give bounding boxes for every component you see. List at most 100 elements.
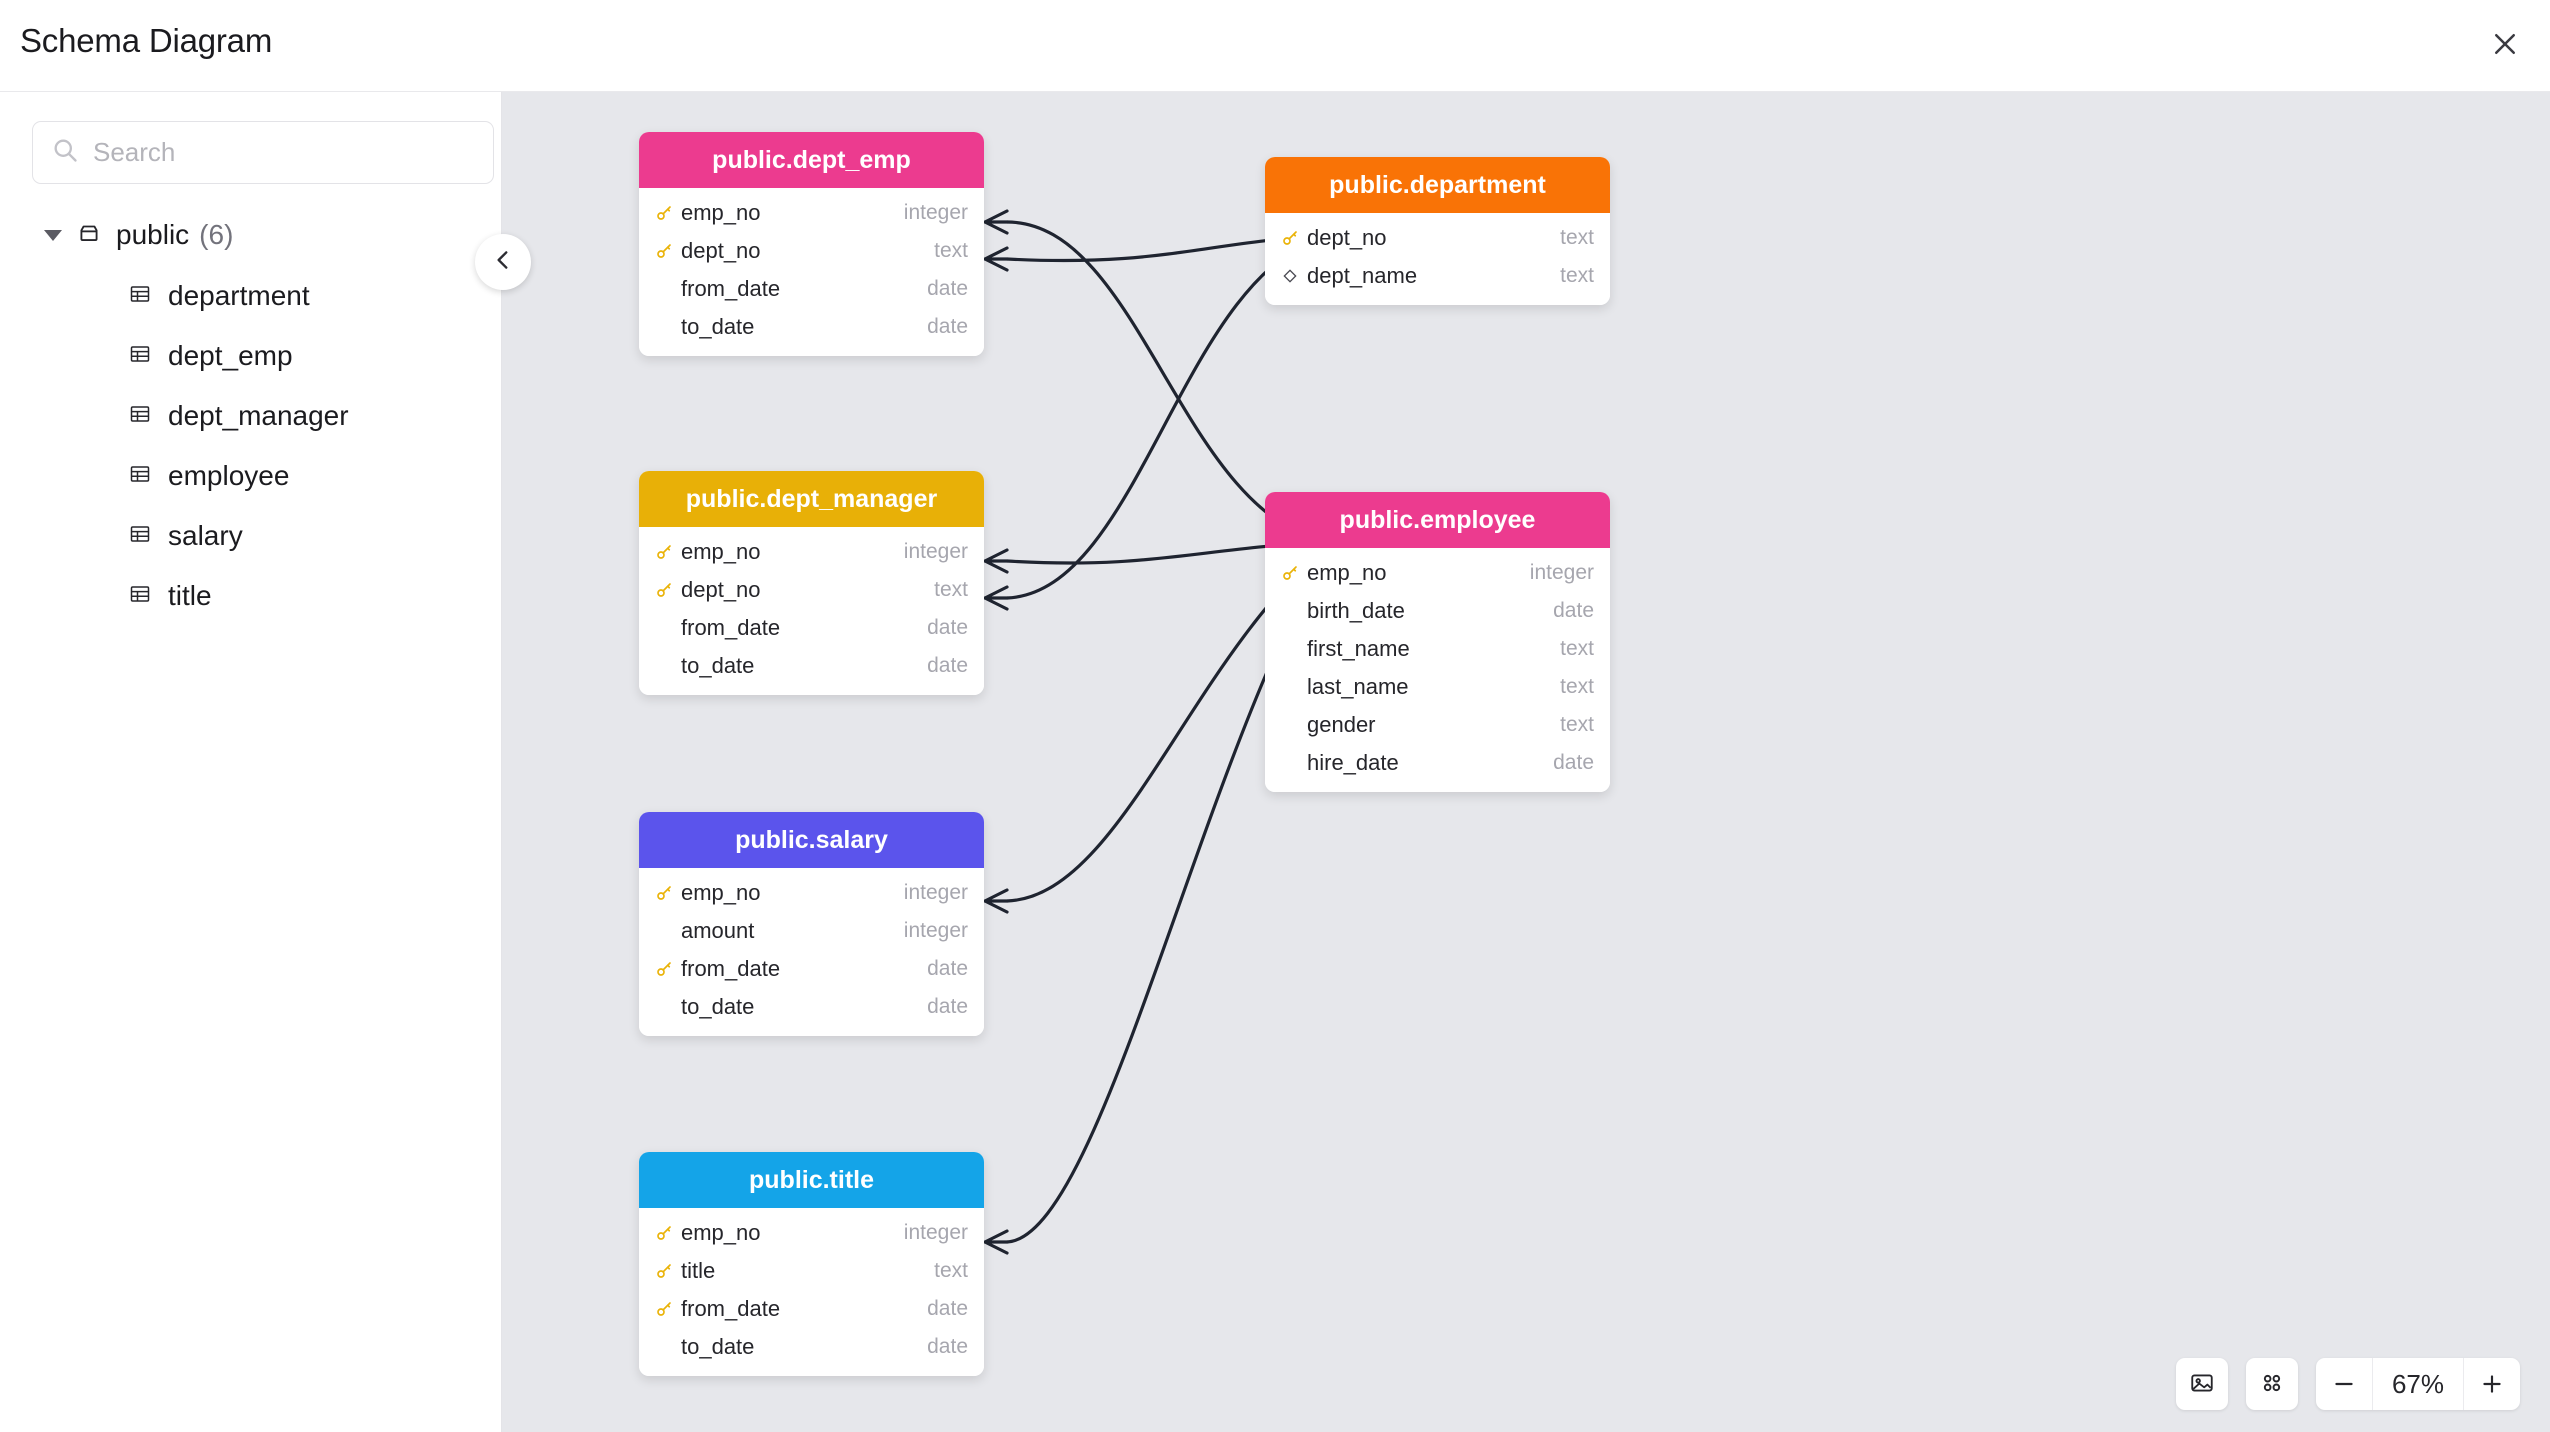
column-type: integer	[1529, 561, 1594, 584]
table-row[interactable]: emp_no integer	[639, 1214, 984, 1252]
crows-foot-icon	[983, 585, 1009, 611]
table-row[interactable]: to_date date	[639, 1328, 984, 1366]
column-type: date	[927, 1297, 968, 1320]
column-name: dept_no	[681, 577, 761, 602]
sidebar-item-salary[interactable]: salary	[0, 506, 501, 566]
table-row[interactable]: hire_date date	[1265, 744, 1610, 782]
table-row[interactable]: dept_no text	[639, 232, 984, 270]
column-type: date	[927, 315, 968, 338]
column-type: text	[1560, 637, 1594, 660]
column-name: from_date	[681, 276, 781, 301]
column-type: date	[927, 1335, 968, 1358]
column-type: integer	[903, 540, 968, 563]
column-type: date	[927, 616, 968, 639]
table-node-dept_emp[interactable]: public.dept_emp emp_no integer dept_no t…	[639, 132, 984, 356]
table-node-columns: emp_no integer birth_date date first_nam…	[1265, 548, 1610, 792]
table-row[interactable]: birth_date date	[1265, 592, 1610, 630]
key-icon	[651, 581, 677, 599]
table-row[interactable]: title text	[639, 1252, 984, 1290]
column-name: from_date	[681, 1296, 781, 1321]
zoom-level-label[interactable]: 67%	[2372, 1358, 2464, 1410]
column-name: emp_no	[1307, 560, 1387, 585]
table-row[interactable]: from_date date	[639, 270, 984, 308]
table-icon	[128, 282, 152, 311]
sidebar-item-label: employee	[168, 460, 290, 491]
table-row[interactable]: to_date date	[639, 308, 984, 346]
table-node-title: public.dept_manager	[685, 484, 938, 513]
database-icon	[76, 220, 102, 251]
column-name: from_date	[681, 615, 781, 640]
key-icon	[651, 960, 677, 978]
search-input[interactable]	[93, 137, 475, 168]
table-node-header: public.department	[1265, 157, 1610, 213]
table-node-employee[interactable]: public.employee emp_no integer birth_dat…	[1265, 492, 1610, 792]
schema-table-count: (6)	[199, 219, 234, 250]
layout-grid-button[interactable]	[2246, 1358, 2298, 1410]
table-row[interactable]: amount integer	[639, 912, 984, 950]
table-node-salary[interactable]: public.salary emp_no integer amount inte…	[639, 812, 984, 1036]
sidebar: public (6) department	[0, 92, 502, 1432]
table-node-header: public.salary	[639, 812, 984, 868]
column-name: from_date	[681, 956, 781, 981]
table-node-title[interactable]: public.title emp_no integer title text	[639, 1152, 984, 1376]
column-name: amount	[681, 918, 755, 943]
table-node-header: public.employee	[1265, 492, 1610, 548]
table-row[interactable]: from_date date	[639, 609, 984, 647]
crows-foot-icon	[983, 888, 1009, 914]
table-row[interactable]: last_name text	[1265, 668, 1610, 706]
table-row[interactable]: from_date date	[639, 950, 984, 988]
table-node-dept_manager[interactable]: public.dept_manager emp_no integer dept_…	[639, 471, 984, 695]
table-row[interactable]: emp_no integer	[1265, 554, 1610, 592]
sidebar-item-dept_emp[interactable]: dept_emp	[0, 326, 501, 386]
table-row[interactable]: first_name text	[1265, 630, 1610, 668]
key-icon	[651, 543, 677, 561]
column-name: last_name	[1307, 674, 1409, 699]
sidebar-item-title[interactable]: title	[0, 566, 501, 626]
table-row[interactable]: to_date date	[639, 988, 984, 1026]
search-icon	[51, 136, 79, 169]
table-row[interactable]: from_date date	[639, 1290, 984, 1328]
export-image-button[interactable]	[2176, 1358, 2228, 1410]
diagram-canvas[interactable]: public.dept_emp emp_no integer dept_no t…	[502, 92, 2550, 1432]
zoom-in-button[interactable]	[2464, 1358, 2520, 1410]
chevron-left-icon	[490, 247, 516, 278]
key-icon	[651, 884, 677, 902]
table-row[interactable]: dept_name text	[1265, 257, 1610, 295]
table-node-department[interactable]: public.department dept_no text dept_name…	[1265, 157, 1610, 305]
table-row[interactable]: emp_no integer	[639, 533, 984, 571]
sidebar-item-dept_manager[interactable]: dept_manager	[0, 386, 501, 446]
zoom-out-button[interactable]	[2316, 1358, 2372, 1410]
column-type: integer	[903, 1221, 968, 1244]
sidebar-item-label: title	[168, 580, 212, 611]
table-row[interactable]: emp_no integer	[639, 874, 984, 912]
table-row[interactable]: dept_no text	[1265, 219, 1610, 257]
column-name: emp_no	[681, 880, 761, 905]
table-row[interactable]: emp_no integer	[639, 194, 984, 232]
table-row[interactable]: gender text	[1265, 706, 1610, 744]
crows-foot-icon	[983, 1229, 1009, 1255]
close-button[interactable]	[2474, 14, 2536, 76]
column-name: birth_date	[1307, 598, 1405, 623]
column-type: text	[1560, 675, 1594, 698]
sidebar-item-department[interactable]: department	[0, 266, 501, 326]
column-type: text	[934, 578, 968, 601]
column-type: date	[927, 957, 968, 980]
crows-foot-icon	[983, 209, 1009, 235]
key-icon	[651, 1300, 677, 1318]
column-name: emp_no	[681, 539, 761, 564]
schema-tree: public (6) department	[0, 204, 501, 626]
sidebar-item-label: department	[168, 280, 310, 311]
sidebar-item-employee[interactable]: employee	[0, 446, 501, 506]
table-row[interactable]: dept_no text	[639, 571, 984, 609]
tree-node-schema-public[interactable]: public (6)	[0, 204, 501, 266]
table-node-title: public.employee	[1339, 505, 1536, 534]
table-row[interactable]: to_date date	[639, 647, 984, 685]
table-node-columns: emp_no integer dept_no text from_date da…	[639, 527, 984, 695]
search-box[interactable]	[32, 121, 494, 184]
window-header: Schema Diagram	[0, 0, 2550, 92]
column-name: gender	[1307, 712, 1376, 737]
sidebar-collapse-button[interactable]	[475, 234, 531, 290]
canvas-toolbar: 67%	[2176, 1358, 2520, 1410]
column-type: text	[934, 239, 968, 262]
caret-down-icon[interactable]	[44, 229, 62, 241]
